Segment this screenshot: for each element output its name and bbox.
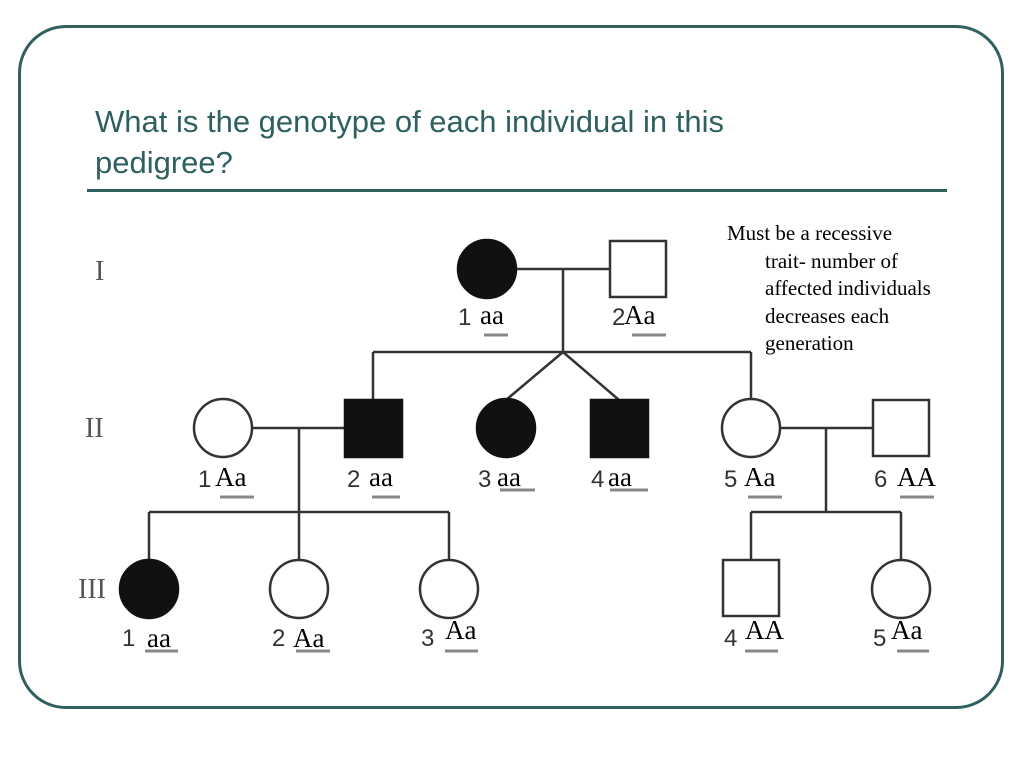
generation-label-I: I xyxy=(95,256,104,287)
genotype-III-1: aa xyxy=(147,623,171,653)
slide-title: What is the genotype of each individual … xyxy=(95,101,915,183)
number-II-4: 4 xyxy=(591,466,604,493)
individual-II-5-female xyxy=(720,397,782,459)
note-line-3: affected individuals xyxy=(765,276,931,300)
title-divider xyxy=(87,189,947,192)
individual-II-4-affected-male xyxy=(589,398,650,459)
individual-I-1-affected-female xyxy=(456,238,518,300)
number-I-2: 2 xyxy=(612,304,625,331)
genotype-II-4: aa xyxy=(608,462,632,492)
answer-blanks xyxy=(145,333,934,653)
genotype-III-4: AA xyxy=(745,615,784,645)
number-III-2: 2 xyxy=(272,625,285,652)
number-I-1: 1 xyxy=(458,304,471,331)
genotype-I-2: Aa xyxy=(624,300,655,330)
pedigree-lines xyxy=(147,267,903,560)
individual-II-6-male xyxy=(871,398,931,458)
genotype-III-5: Aa xyxy=(891,615,922,645)
number-II-6: 6 xyxy=(874,466,887,493)
genotype-III-3: Aa xyxy=(445,615,476,645)
note-line-1: Must be a recessive xyxy=(727,221,893,245)
individual-II-3-affected-female xyxy=(475,397,537,459)
genotype-I-1: aa xyxy=(480,300,504,330)
number-III-3: 3 xyxy=(421,625,434,652)
individual-III-4-male xyxy=(721,558,781,618)
individual-III-1-affected-female xyxy=(118,558,180,620)
individual-I-2-male xyxy=(608,239,668,299)
individual-III-2-female xyxy=(268,558,330,620)
generation-label-III: III xyxy=(78,574,106,605)
number-III-1: 1 xyxy=(122,625,135,652)
note-line-2: trait- number of xyxy=(765,248,898,273)
slide-frame xyxy=(18,25,1004,709)
note-line-5: generation xyxy=(765,331,854,355)
genotype-II-3: aa xyxy=(497,462,521,492)
number-II-2: 2 xyxy=(347,466,360,493)
genotype-II-1: Aa xyxy=(215,462,246,492)
generation-label-II: II xyxy=(85,413,104,444)
genotype-II-5: Aa xyxy=(744,462,775,492)
note-line-4: decreases each xyxy=(765,303,890,328)
number-II-3: 3 xyxy=(478,466,491,493)
individual-III-3-female xyxy=(418,558,480,620)
individual-III-5-female xyxy=(870,558,932,620)
title-line-2: pedigree? xyxy=(95,145,233,180)
explanation-note: Must be a recessive trait- number of aff… xyxy=(727,220,987,358)
individual-II-1-female xyxy=(192,397,254,459)
number-II-5: 5 xyxy=(724,466,737,493)
genotype-III-2: Aa xyxy=(293,623,324,653)
genotype-II-2: aa xyxy=(369,462,393,492)
number-III-4: 4 xyxy=(724,625,737,652)
title-line-1: What is the genotype of each individual … xyxy=(95,104,724,139)
number-II-1: 1 xyxy=(198,466,211,493)
number-III-5: 5 xyxy=(873,625,886,652)
genotype-II-6: AA xyxy=(897,462,936,492)
individual-II-2-affected-male xyxy=(343,398,404,459)
